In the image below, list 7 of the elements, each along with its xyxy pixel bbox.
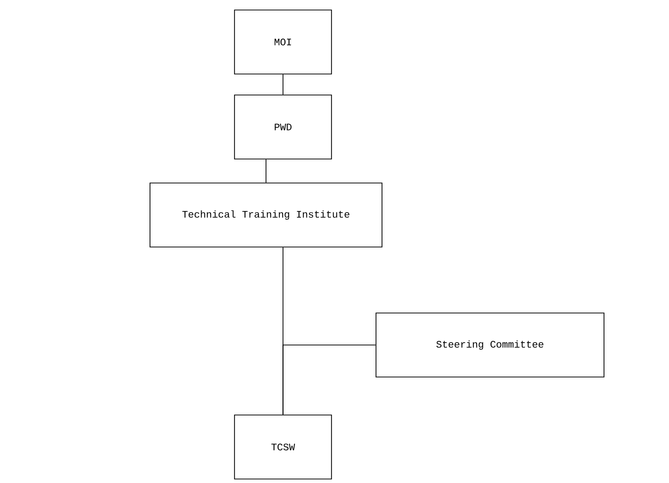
connector-line xyxy=(282,344,376,415)
org-box: MOI xyxy=(234,10,332,74)
org-box: PWD xyxy=(234,94,332,160)
org-box: Steering Committee xyxy=(376,312,604,378)
connector-line xyxy=(282,74,284,95)
org-box: Technical Training Institute xyxy=(150,182,382,248)
org-box: TCSW xyxy=(234,414,332,480)
